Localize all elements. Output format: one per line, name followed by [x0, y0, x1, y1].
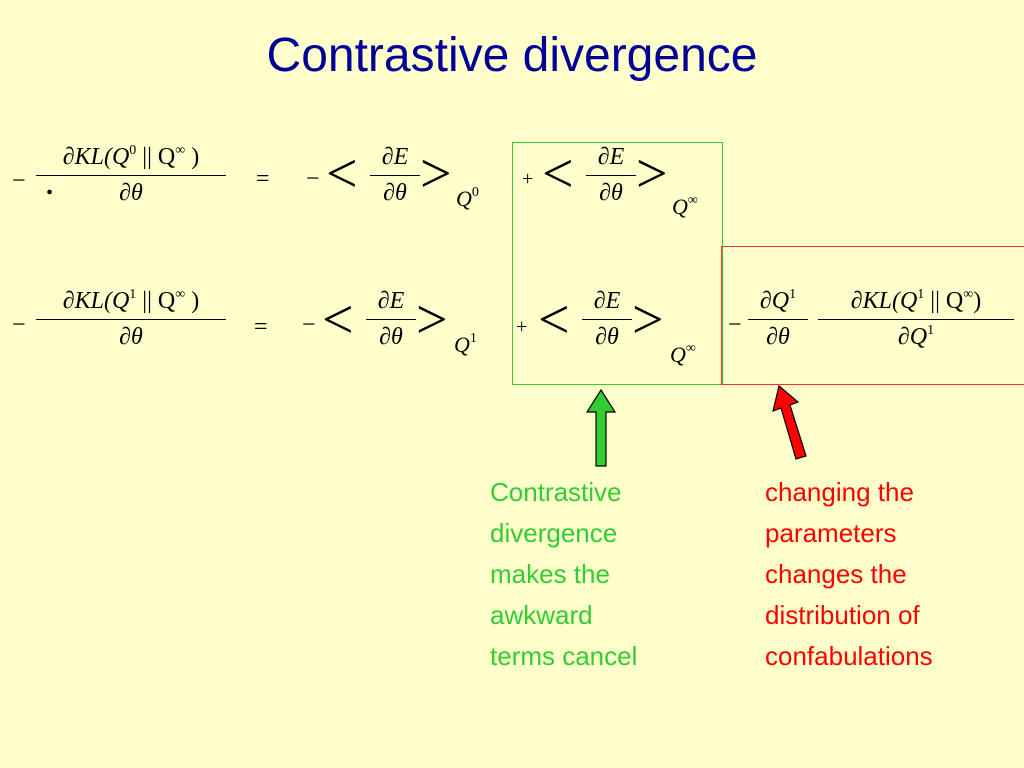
row2-dE-fraction-2: ∂E ∂θ — [582, 288, 632, 351]
row2-sub-q1: Q1 — [454, 331, 477, 358]
row1-sub-qinf: Q∞ — [672, 193, 698, 220]
row1-lt: < — [326, 143, 358, 205]
row2-lt2: < — [538, 289, 570, 351]
row1-gt: > — [420, 143, 452, 205]
row1-gt2: > — [636, 143, 668, 205]
row2-lhs-fraction: ∂KL(Q1 || Q∞ ) ∂θ — [36, 288, 226, 351]
green-caption-line: Contrastive — [490, 477, 622, 507]
green-caption: Contrastive divergence makes the awkward… — [490, 472, 637, 677]
green-caption-line: terms cancel — [490, 641, 638, 671]
row2-equals: = — [254, 314, 268, 340]
slide-title: Contrastive divergence — [266, 29, 758, 82]
green-caption-line: awkward — [490, 600, 593, 630]
red-caption-line: confabulations — [765, 641, 933, 671]
red-arrow-icon — [772, 384, 807, 460]
row2-lt: < — [322, 289, 354, 351]
red-caption-line: distribution of — [765, 600, 920, 630]
row1-lhs-minus: − — [12, 168, 26, 194]
row1-lt2: < — [542, 143, 574, 205]
row2-gt2: > — [632, 289, 664, 351]
row2-extra-minus: − — [728, 312, 742, 338]
green-caption-line: makes the — [490, 559, 610, 589]
red-caption-line: changing the — [765, 477, 914, 507]
green-caption-line: divergence — [490, 518, 618, 548]
row1-dE-fraction-2: ∂E ∂θ — [586, 144, 636, 207]
row2-dKL-dQ-fraction: ∂KL(Q1 || Q∞) ∂Q1 — [818, 288, 1014, 351]
row2-minus: − — [302, 312, 316, 338]
row2-gt: > — [416, 289, 448, 351]
row1-dE-fraction: ∂E ∂θ — [370, 144, 420, 207]
row1-dot: . — [46, 170, 53, 201]
row1-lhs-fraction: ∂KL(Q0 || Q∞ ) ∂θ — [36, 144, 226, 207]
row2-lhs-minus: − — [12, 312, 26, 338]
green-arrow-icon — [585, 388, 617, 467]
red-caption: changing the parameters changes the dist… — [765, 472, 933, 677]
row2-dQ-dtheta-fraction: ∂Q1 ∂θ — [748, 288, 808, 351]
row1-sub-q0: Q0 — [456, 185, 479, 212]
red-caption-line: changes the — [765, 559, 907, 589]
confabulation-term-box — [721, 246, 1024, 385]
row1-minus: − — [306, 166, 320, 192]
row1-plus: + — [522, 168, 534, 190]
row2-dE-fraction: ∂E ∂θ — [366, 288, 416, 351]
row2-sub-qinf: Q∞ — [670, 341, 696, 368]
row2-plus: + — [516, 316, 528, 338]
cancel-terms-box — [512, 142, 723, 385]
row1-equals: = — [256, 166, 270, 192]
red-caption-line: parameters — [765, 518, 897, 548]
